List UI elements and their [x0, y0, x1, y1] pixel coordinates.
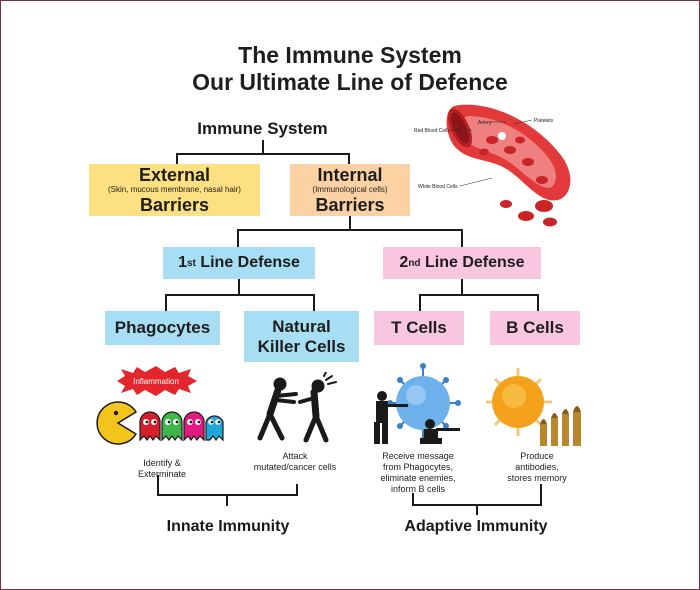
second-rest: Line Defense: [420, 254, 525, 271]
first-rest: Line Defense: [195, 254, 300, 271]
connector: [165, 294, 315, 296]
sun-cell-icon: [486, 368, 552, 436]
connector: [176, 153, 178, 164]
desc-line: inform B cells: [390, 484, 445, 494]
soldiers-icon: [374, 391, 460, 444]
connector: [461, 229, 463, 247]
virus-soldiers-group: [374, 363, 461, 444]
nk-line2: Killer Cells: [257, 336, 346, 356]
t-cells-label: T Cells: [391, 318, 447, 337]
root-label: Immune System: [197, 119, 328, 138]
adaptive-immunity-label: Adaptive Immunity: [404, 518, 548, 535]
desc-line: Exterminate: [137, 469, 187, 479]
second-sup: nd: [408, 257, 421, 269]
connector: [157, 475, 159, 495]
innate-immunity-label: Innate Immunity: [166, 518, 290, 535]
natural-killer-box: Natural Killer Cells: [244, 311, 359, 362]
connector: [226, 494, 228, 506]
b-cells-desc: Produce antibodies, stores memory: [487, 451, 587, 484]
connector: [419, 294, 421, 311]
connector: [412, 493, 414, 505]
nk-line1: Natural: [272, 316, 331, 336]
first-num: 1: [178, 254, 187, 271]
connector: [296, 484, 298, 495]
internal-sub: (Immunological cells): [312, 185, 388, 194]
b-cells-label: B Cells: [506, 318, 564, 337]
phagocytes-box: Phagocytes: [105, 311, 220, 345]
external-title: External: [138, 165, 211, 185]
first-sup: st: [186, 257, 196, 269]
connector: [165, 294, 167, 311]
external-barriers-box: External (Skin, mucous membrane, nasal h…: [89, 164, 260, 216]
t-cells-box: T Cells: [374, 311, 464, 345]
red-blood-label: Red Blood Cells: [414, 128, 450, 134]
connector: [237, 229, 239, 247]
connector: [537, 294, 539, 311]
desc-line: antibodies,: [515, 462, 559, 472]
connector: [238, 279, 240, 295]
ghost-icon: [183, 411, 205, 442]
connector: [419, 294, 539, 296]
desc-line: Produce: [520, 451, 554, 461]
desc-line: stores memory: [507, 473, 567, 483]
connector: [461, 279, 463, 295]
second-num: 2: [399, 254, 409, 271]
pacman-icon: [96, 401, 138, 445]
desc-line: mutated/cancer cells: [253, 462, 337, 472]
connector: [176, 153, 350, 155]
connector: [349, 216, 351, 230]
desc-line: Identify &: [143, 458, 181, 468]
connector: [348, 153, 350, 164]
desc-line: Attack: [282, 451, 308, 461]
bullets-icon: [540, 406, 581, 446]
ghost-icon: [205, 415, 224, 442]
desc-line: from Phagocytes,: [382, 462, 454, 472]
phagocytes-label: Phagocytes: [114, 318, 211, 337]
connector: [262, 140, 264, 154]
platelets-label: Platelets: [534, 118, 554, 124]
artery-label: Artery: [478, 120, 492, 126]
internal-barriers-box: Internal (Immunological cells) Barriers: [290, 164, 410, 216]
t-cells-desc: Receive message from Phagocytes, elimina…: [368, 451, 468, 495]
external-sub: (Skin, mucous membrane, nasal hair): [108, 185, 241, 194]
desc-line: eliminate enemies,: [380, 473, 456, 483]
nk-desc: Attack mutated/cancer cells: [240, 451, 350, 473]
fighting-figures-icon: [257, 372, 337, 443]
title-line2: Our Ultimate Line of Defence: [192, 69, 508, 95]
desc-line: Receive message: [382, 451, 454, 461]
external-bottom: Barriers: [139, 195, 210, 215]
internal-bottom: Barriers: [315, 195, 385, 215]
connector: [540, 484, 542, 505]
artery-icon: Platelets Red Blood Cells Artery White B…: [414, 104, 571, 227]
pacman-ghosts-group: [96, 401, 224, 445]
ghost-icon: [161, 411, 183, 442]
phagocytes-desc: Identify & Exterminate: [112, 458, 212, 480]
inflammation-burst-icon: Inflammation: [117, 366, 197, 396]
connector: [237, 229, 463, 231]
connector: [476, 504, 478, 515]
bcell-bullets-group: [486, 368, 581, 446]
ghost-icon: [139, 411, 161, 442]
white-blood-label: White Blood Cells: [418, 184, 458, 190]
internal-title: Internal: [317, 165, 383, 185]
inflammation-text: Inflammation: [133, 377, 179, 386]
title-line1: The Immune System: [238, 42, 462, 68]
b-cells-box: B Cells: [490, 311, 580, 345]
connector: [313, 294, 315, 311]
